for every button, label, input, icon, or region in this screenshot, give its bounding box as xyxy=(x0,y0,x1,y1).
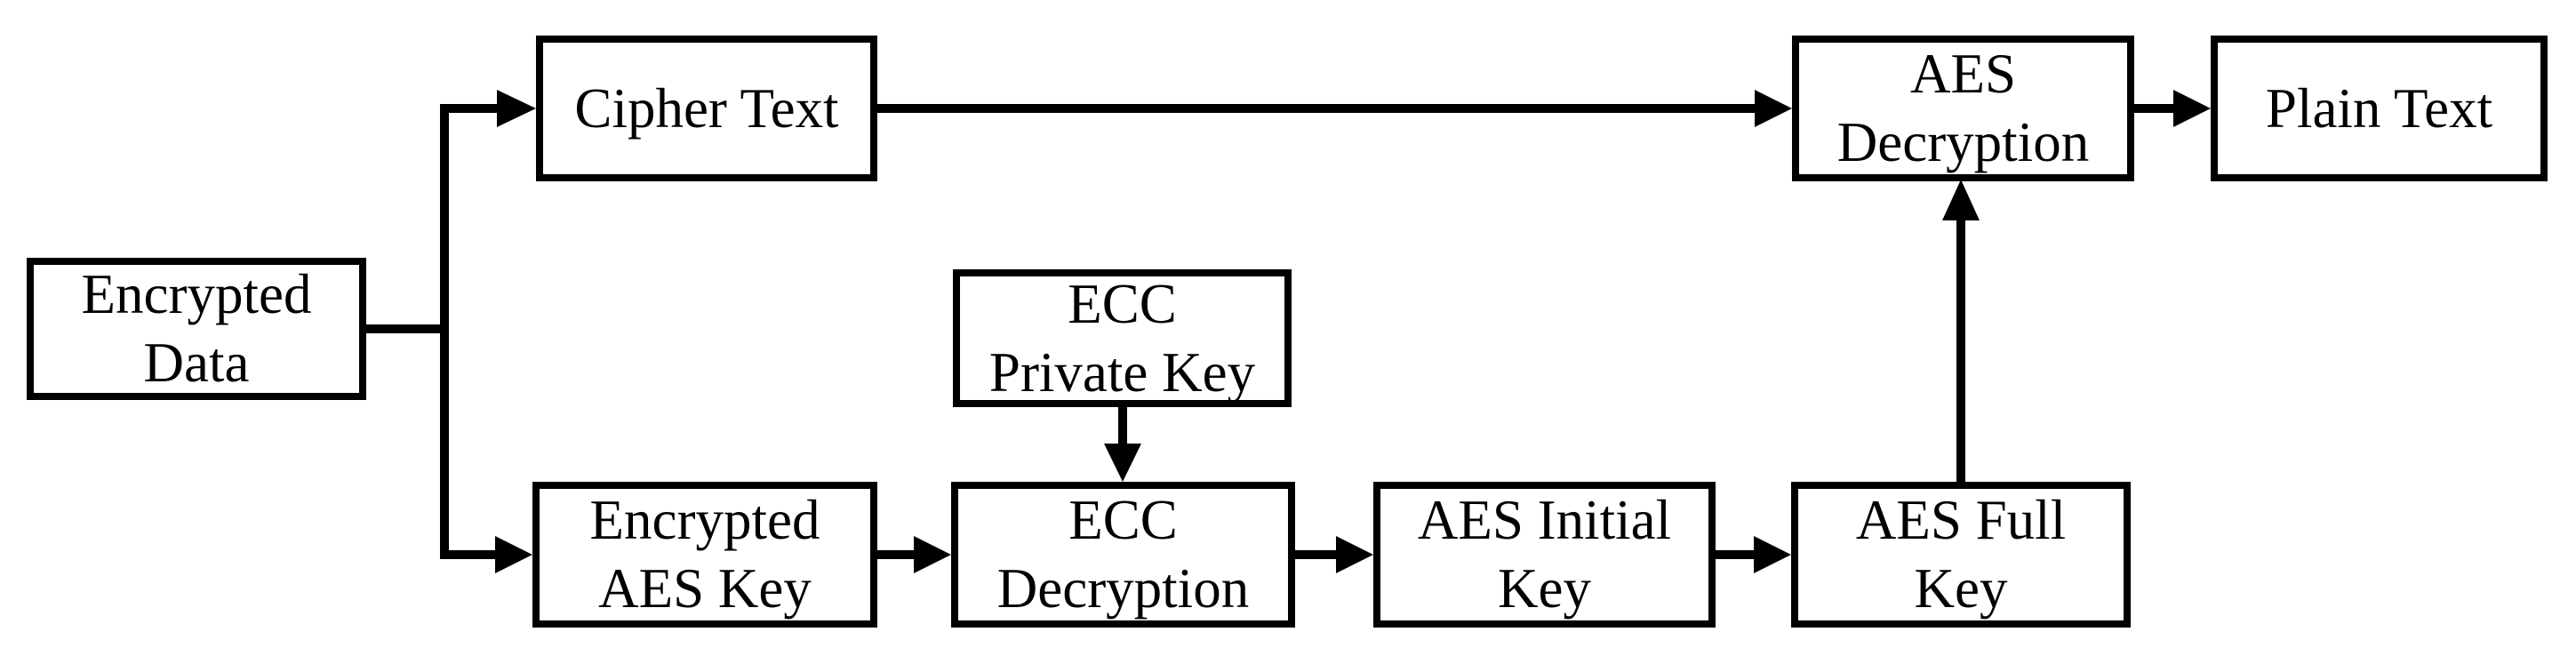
arrowhead-to-plain-text xyxy=(2173,90,2211,127)
node-aes-full-key: AES Full Key xyxy=(1791,482,2131,628)
edge-aes-decryption-to-plain-text xyxy=(2134,90,2211,127)
node-aes-initial-key: AES Initial Key xyxy=(1373,482,1716,628)
node-plain-text: Plain Text xyxy=(2211,36,2548,181)
node-encrypted-aes-key: Encrypted AES Key xyxy=(532,482,877,628)
arrowhead-to-aes-full-key xyxy=(1754,536,1791,573)
node-ecc-decryption-label: ECC Decryption xyxy=(996,489,1250,620)
node-encrypted-aes-key-label: Encrypted AES Key xyxy=(589,489,820,620)
node-aes-decryption-label: AES Decryption xyxy=(1836,43,2090,173)
edge-ecc-decryption-to-aes-initial-key xyxy=(1295,536,1373,573)
edge-encrypted-data-to-split xyxy=(366,104,449,559)
node-ecc-private-key: ECC Private Key xyxy=(953,269,1292,407)
node-cipher-text-label: Cipher Text xyxy=(574,76,839,140)
edge-split-to-cipher-text xyxy=(440,90,536,127)
arrowhead-to-ecc-decryption-top xyxy=(1104,444,1141,482)
arrowhead-to-ecc-decryption-left xyxy=(914,536,951,573)
node-plain-text-label: Plain Text xyxy=(2265,76,2493,140)
node-cipher-text: Cipher Text xyxy=(536,36,877,181)
edge-encrypted-aes-key-to-ecc-decryption xyxy=(877,536,951,573)
node-aes-decryption: AES Decryption xyxy=(1792,36,2134,181)
arrowhead-to-aes-initial-key xyxy=(1336,536,1373,573)
arrowhead-to-aes-decryption-bottom xyxy=(1942,180,1980,220)
edge-aes-initial-key-to-aes-full-key xyxy=(1716,536,1791,573)
node-aes-full-key-label: AES Full Key xyxy=(1855,489,2067,620)
node-aes-initial-key-label: AES Initial Key xyxy=(1417,489,1672,620)
edge-split-to-encrypted-aes-key xyxy=(440,536,532,573)
edge-aes-full-key-to-aes-decryption xyxy=(1942,180,1980,482)
arrowhead-to-encrypted-aes-key xyxy=(495,536,532,573)
edge-ecc-private-key-to-ecc-decryption xyxy=(1104,407,1141,482)
edge-cipher-text-to-aes-decryption xyxy=(877,90,1792,127)
node-encrypted-data: Encrypted Data xyxy=(27,258,366,400)
node-ecc-decryption: ECC Decryption xyxy=(951,482,1295,628)
node-encrypted-data-label: Encrypted Data xyxy=(81,263,312,394)
node-ecc-private-key-label: ECC Private Key xyxy=(988,272,1256,404)
arrowhead-to-cipher-text xyxy=(497,90,536,127)
arrowhead-to-aes-decryption-left xyxy=(1755,90,1792,127)
